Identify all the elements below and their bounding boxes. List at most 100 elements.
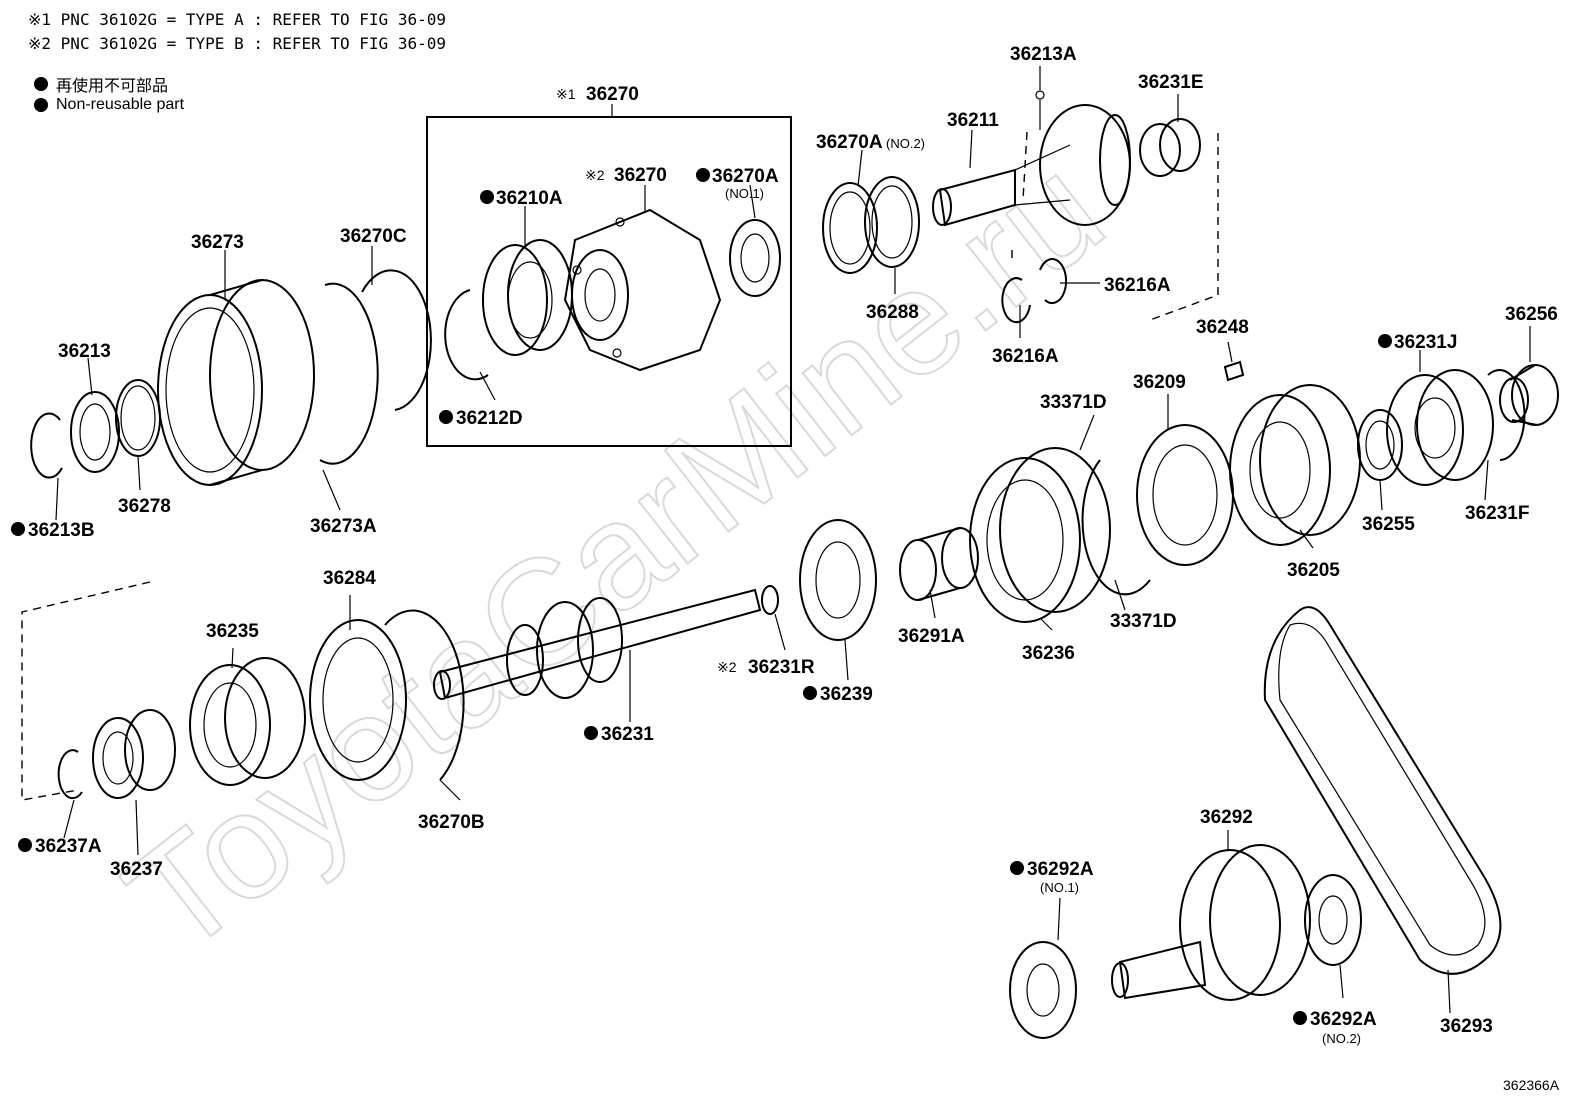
part-36237-needle-bearing xyxy=(92,709,176,799)
part-36248-key xyxy=(1223,360,1245,382)
label-36292A-no2-note: (NO.2) xyxy=(1322,1031,1361,1046)
part-36278-ring xyxy=(115,379,161,457)
legend-text-jp: 再使用不可部品 xyxy=(56,78,169,95)
filled-dot-icon xyxy=(34,98,48,112)
part-36235-clutch-hub xyxy=(189,657,306,786)
sub-assembly-box xyxy=(426,116,792,447)
label-36270C: 36270C xyxy=(340,226,407,247)
part-36293-drive-chain xyxy=(1263,606,1502,975)
part-36212D-snap-ring xyxy=(444,289,489,381)
label-36210A: 36210A xyxy=(496,188,563,209)
part-36270A-washer-no2 xyxy=(822,182,878,274)
label-36231E: 36231E xyxy=(1138,72,1204,93)
label-36236: 36236 xyxy=(1022,643,1075,664)
part-36273-ring-gear xyxy=(157,279,315,486)
type-b-reference-note: ※2 PNC 36102G = TYPE B : REFER TO FIG 36… xyxy=(28,34,446,53)
label-36270A-no1-note: (NO.1) xyxy=(725,186,764,201)
label-36231R-prefix: ※2 xyxy=(717,659,737,675)
label-36209: 36209 xyxy=(1133,372,1186,393)
label-36292A-no1-note: (NO.1) xyxy=(1040,880,1079,895)
part-36213B-snap-ring xyxy=(30,412,63,479)
label-36237: 36237 xyxy=(110,859,163,880)
label-36270-type-b: 36270 xyxy=(614,165,667,186)
label-36237A: 36237A xyxy=(35,836,102,857)
part-36239-gear xyxy=(799,519,877,641)
part-36270-planetary-carrier xyxy=(563,208,722,372)
leader-lines xyxy=(55,66,1531,1014)
non-reusable-dot-icon xyxy=(11,522,25,536)
label-36270B: 36270B xyxy=(418,812,485,833)
label-36288: 36288 xyxy=(866,302,919,323)
part-36231E-bearing xyxy=(1139,123,1181,177)
legend-non-reusable-en: Non-reusable part xyxy=(34,96,184,114)
part-36210A-bearing xyxy=(482,244,548,356)
label-33371D-upper: 33371D xyxy=(1040,392,1107,413)
part-33371D-ring-upper xyxy=(1081,459,1151,596)
part-36209-hub xyxy=(1136,424,1234,566)
label-36292: 36292 xyxy=(1200,807,1253,828)
part-36231J-bearing xyxy=(1386,374,1464,486)
non-reusable-dot-icon xyxy=(584,726,598,740)
label-36270-b-prefix: ※2 xyxy=(585,167,605,183)
label-36213: 36213 xyxy=(58,341,111,362)
part-36236-shift-sleeve xyxy=(969,447,1111,623)
legend-non-reusable-jp: 再使用不可部品 xyxy=(34,72,168,96)
part-36270B-ring xyxy=(384,609,465,781)
part-36284-sprocket xyxy=(309,619,407,781)
legend-text-en: Non-reusable part xyxy=(56,96,185,113)
label-36213B: 36213B xyxy=(28,520,95,541)
non-reusable-dot-icon xyxy=(480,190,494,204)
non-reusable-dot-icon xyxy=(696,168,710,182)
part-36213-ring xyxy=(70,391,120,473)
alignment-guide-lower xyxy=(21,581,151,801)
part-36216A-ring-a xyxy=(1001,277,1031,324)
label-36235: 36235 xyxy=(206,621,259,642)
label-36231F: 36231F xyxy=(1465,503,1529,524)
part-36291A-needle-bearing xyxy=(899,527,979,601)
label-36291A: 36291A xyxy=(898,626,965,647)
label-36212D: 36212D xyxy=(456,408,523,429)
part-36292A-bearing-no1 xyxy=(1009,941,1077,1039)
part-36288-washer xyxy=(864,176,920,268)
label-36293: 36293 xyxy=(1440,1016,1493,1037)
part-36231-input-shaft xyxy=(433,588,762,700)
part-36231R-o-ring xyxy=(761,585,779,615)
non-reusable-dot-icon xyxy=(803,686,817,700)
label-36231R: 36231R xyxy=(748,657,815,678)
non-reusable-dot-icon xyxy=(439,410,453,424)
part-labels: 36213A 36231E ※1 36270 ※2 36270 36270A (… xyxy=(11,44,1560,1093)
label-36255: 36255 xyxy=(1362,514,1415,535)
part-36231F-snap-ring xyxy=(1487,369,1526,461)
label-36270-type-a: 36270 xyxy=(586,84,639,105)
label-36292A-no1: 36292A xyxy=(1027,859,1094,880)
label-36270-prefix: ※1 xyxy=(556,86,576,102)
part-36216A-ring-b xyxy=(1039,258,1068,305)
label-36216A-right: 36216A xyxy=(1104,275,1171,296)
non-reusable-dot-icon xyxy=(18,838,32,852)
label-36248: 36248 xyxy=(1196,317,1249,338)
label-36270A-no2: 36270A xyxy=(816,132,883,153)
label-36292A-no2: 36292A xyxy=(1310,1009,1377,1030)
part-36270A-bearing-no1 xyxy=(729,219,781,297)
label-36239: 36239 xyxy=(820,684,873,705)
part-36292A-bearing-no2 xyxy=(1304,874,1362,966)
label-36211: 36211 xyxy=(947,110,999,131)
label-36216A-bottom: 36216A xyxy=(992,346,1059,367)
label-36231J: 36231J xyxy=(1394,332,1457,353)
label-36270A-no1: 36270A xyxy=(712,166,779,187)
part-36237A-snap-ring xyxy=(57,749,83,800)
non-reusable-dot-icon xyxy=(1378,334,1392,348)
label-36270A-no2-note: (NO.2) xyxy=(886,136,925,151)
filled-dot-icon xyxy=(34,77,48,91)
label-36256: 36256 xyxy=(1505,304,1558,325)
label-33371D-lower: 33371D xyxy=(1110,611,1177,632)
part-36211-shaft-gear xyxy=(932,104,1131,227)
label-36205: 36205 xyxy=(1287,560,1340,581)
part-36292-driven-sprocket xyxy=(1111,844,1311,1001)
label-36273A: 36273A xyxy=(310,516,377,537)
label-36284: 36284 xyxy=(323,568,376,589)
part-36273A-ring xyxy=(319,282,379,465)
non-reusable-dot-icon xyxy=(1010,861,1024,875)
